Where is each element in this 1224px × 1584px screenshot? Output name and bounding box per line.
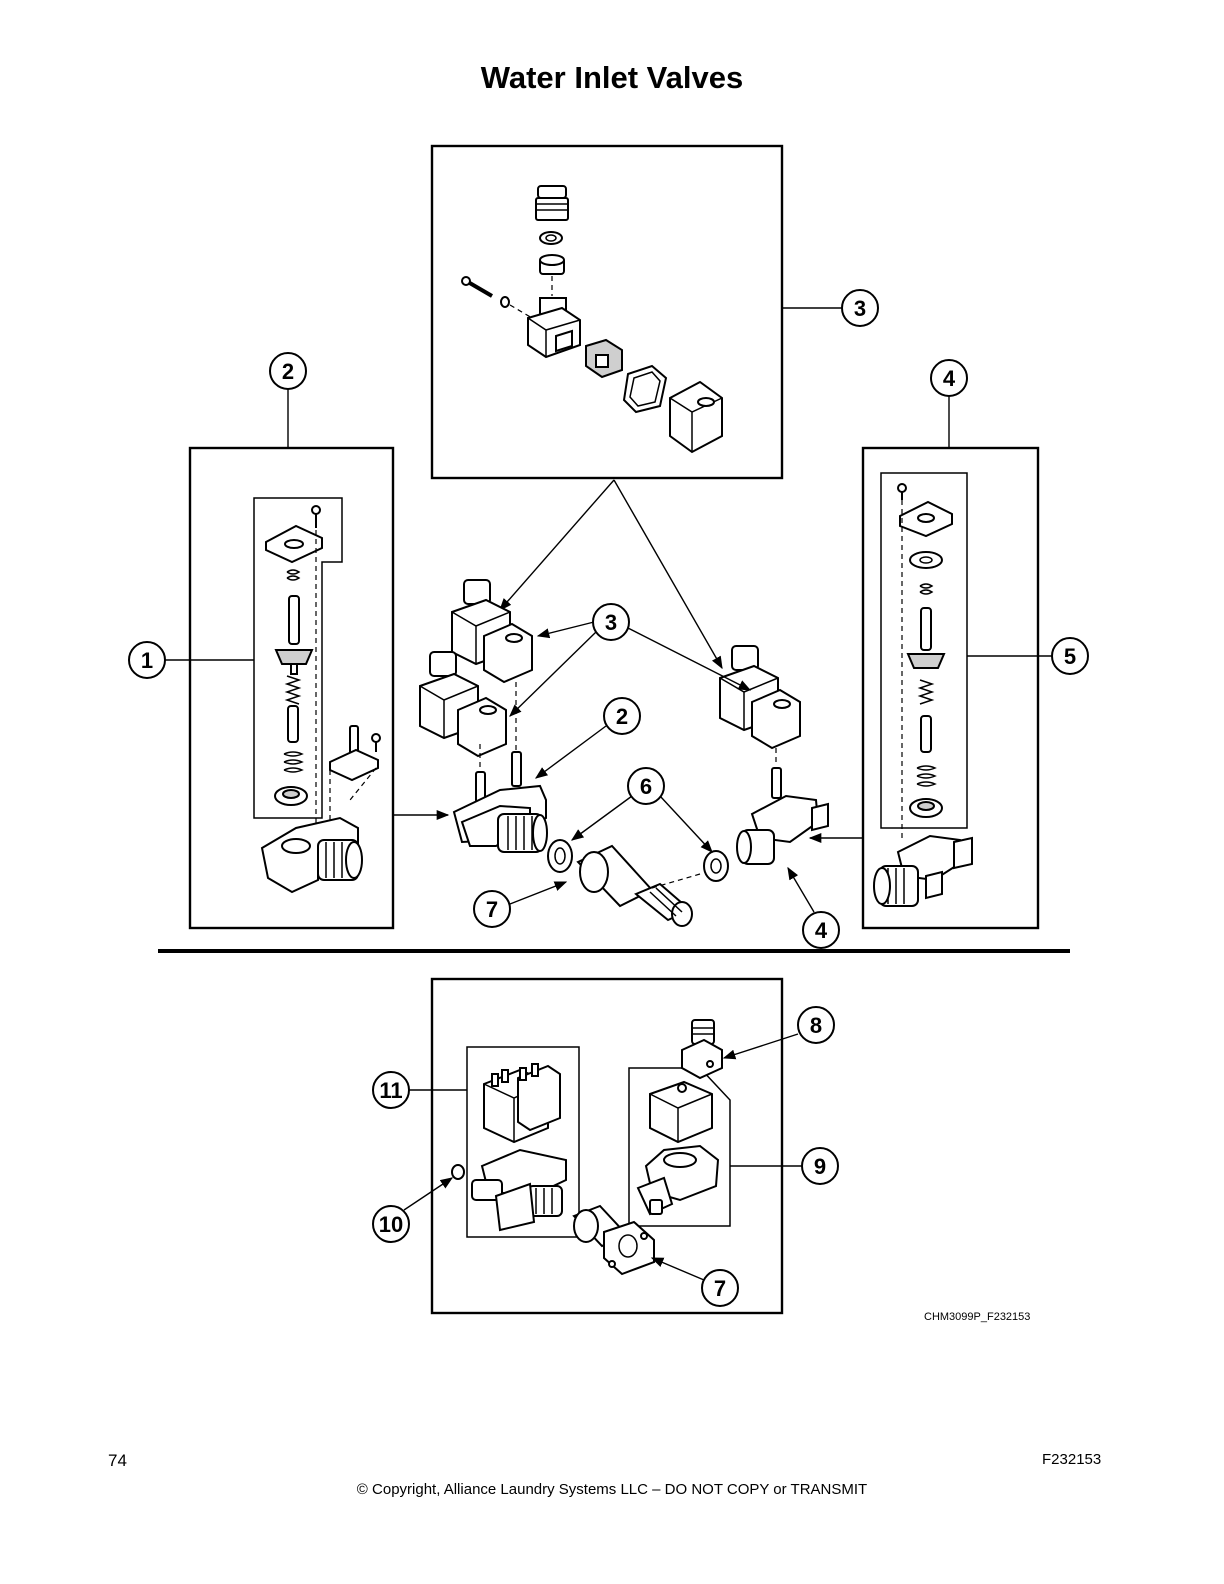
page-title: Water Inlet Valves [480, 60, 744, 95]
single-valve-assembly [719, 645, 829, 865]
right-kit-box [861, 446, 1040, 930]
callout-7-bottom: 7 [701, 1269, 739, 1307]
fitting-8-part [681, 1019, 723, 1080]
washer-right-part [703, 850, 729, 882]
callout-4-top: 4 [930, 359, 968, 397]
callout-8: 8 [797, 1006, 835, 1044]
svg-text:7: 7 [714, 1276, 726, 1301]
washer-left-part [547, 839, 573, 873]
svg-text:4: 4 [943, 366, 956, 391]
callout-10: 10 [372, 1205, 410, 1243]
dual-coil-lower [419, 651, 507, 758]
dual-valve-assembly [419, 579, 548, 853]
valve-kit-right-inset [861, 446, 1040, 930]
valve-kit-left-inset [188, 446, 395, 930]
svg-text:1: 1 [141, 648, 153, 673]
page-number: 74 [108, 1451, 127, 1470]
svg-text:6: 6 [640, 774, 652, 799]
svg-text:3: 3 [605, 610, 617, 635]
svg-text:3: 3 [854, 296, 866, 321]
callout-9: 9 [801, 1147, 839, 1185]
callout-1: 1 [128, 641, 166, 679]
callout-4-bottom: 4 [802, 911, 840, 949]
single-valve-9-part [636, 1080, 720, 1216]
svg-text:2: 2 [282, 359, 294, 384]
callout-6: 6 [627, 767, 665, 805]
callout-7-top: 7 [473, 890, 511, 928]
coil-kit-box [430, 144, 784, 480]
inlet-pipe-part [576, 844, 701, 927]
dual-valve-part [471, 1063, 567, 1232]
callout-3-center: 3 [592, 603, 630, 641]
coil-kit-inset [430, 144, 784, 480]
fitting-part [535, 185, 569, 221]
bottom-kit-inset [430, 977, 784, 1315]
svg-text:5: 5 [1064, 644, 1076, 669]
dual-coil-upper [451, 579, 533, 684]
right-sub-box [880, 472, 968, 829]
figure-code: CHM3099P_F232153 [924, 1311, 1030, 1323]
svg-text:4: 4 [815, 918, 828, 943]
screw-part [461, 276, 533, 319]
svg-text:8: 8 [810, 1013, 822, 1038]
callout-11: 11 [372, 1071, 410, 1109]
bottom-kit-box [430, 977, 784, 1315]
connector-part [585, 338, 623, 379]
svg-text:7: 7 [486, 897, 498, 922]
left-sub-box [253, 497, 343, 819]
svg-text:10: 10 [379, 1212, 403, 1237]
washer-part [539, 254, 565, 275]
svg-text:11: 11 [379, 1078, 402, 1103]
callout-3-top: 3 [841, 289, 879, 327]
cap-part [451, 1164, 465, 1180]
callout-5: 5 [1051, 637, 1089, 675]
coil-housing-part [527, 297, 581, 359]
coil-cap-part [669, 380, 723, 454]
svg-text:2: 2 [616, 704, 628, 729]
copyright-notice: © Copyright, Alliance Laundry Systems LL… [356, 1481, 868, 1498]
document-code: F232153 [1042, 1451, 1102, 1468]
inlet-pipe-bottom-part [572, 1204, 655, 1276]
dual-valve-sub-box [466, 1046, 580, 1238]
o-ring-part [539, 231, 563, 245]
left-kit-box [188, 446, 395, 930]
callout-2-center: 2 [603, 697, 641, 735]
callout-2-top: 2 [269, 352, 307, 390]
svg-text:9: 9 [814, 1154, 826, 1179]
